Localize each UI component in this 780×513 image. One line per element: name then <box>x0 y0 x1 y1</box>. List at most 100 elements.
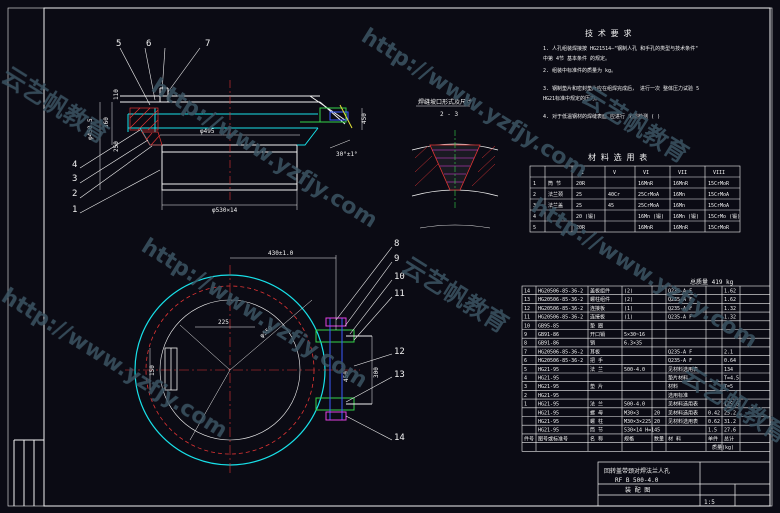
parts-cell: 1.32 <box>724 306 736 312</box>
parts-cell: 材料 <box>668 383 678 390</box>
parts-cell: 法 兰 <box>590 366 603 373</box>
materials-cell: 法兰颈 <box>548 191 563 198</box>
weld-detail: 焊缝坡口形式及尺寸 2 - 3 <box>411 98 499 229</box>
dim-lug-span: 300 <box>373 367 380 378</box>
parts-cell: 1 <box>524 402 527 408</box>
balloon-3: 3 <box>72 174 77 184</box>
title-line-2: RF B 500-4.0 <box>615 477 659 484</box>
parts-cell: (2) <box>624 297 633 303</box>
tech-requirements-title: 技 术 要 求 <box>585 28 631 38</box>
parts-cell: 500-4.0 <box>624 402 645 408</box>
parts-cell: HG21-95 <box>538 410 559 416</box>
watermark-brand-3: 云艺帆教育 <box>397 251 514 338</box>
materials-cell: 20R <box>576 225 586 231</box>
tech-requirements: 技 术 要 求 1. 人孔组装焊接按 HG21514—"钢制人孔 和手孔的类型与… <box>543 28 699 120</box>
parts-cell: 筒 节 <box>590 427 603 434</box>
parts-cell: Q235-A F <box>668 349 692 355</box>
parts-cell: M30×3 <box>624 410 639 416</box>
parts-cell: 把 手 <box>590 357 603 364</box>
parts-cell: HG20506-85-36-2 <box>538 358 583 364</box>
parts-cell: Q235-A F <box>668 306 692 312</box>
materials-cell: 15CrMoR <box>708 225 730 231</box>
parts-cell: 盖板组件 <box>590 288 610 295</box>
parts-cell: 20 <box>654 419 660 425</box>
materials-cell: 法兰盖 <box>548 202 563 209</box>
tech-line-6: HG21标准中规定的压力。 <box>543 95 600 102</box>
plan-view: 430±1.0 φ550 225 450 300 150 8 9 10 11 1… <box>125 239 405 475</box>
title-block: 回转盖带颈对焊法兰人孔 RF B 500-4.0 装 配 图 1:5 <box>597 461 771 507</box>
materials-header-cell: I <box>581 170 584 176</box>
plan-leaders <box>335 246 393 441</box>
parts-cell: 530×14 H=145 <box>624 428 660 434</box>
materials-cell: 15CrMoA <box>708 203 729 209</box>
parts-cell: 见材料选用表 <box>668 418 698 425</box>
dim-flange-inner: φ495 <box>200 128 215 135</box>
parts-header-cell: 件号 <box>524 435 534 442</box>
parts-cell: HG21-95 <box>538 402 559 408</box>
parts-cell: 20 <box>654 410 660 416</box>
parts-cell: 0.64 <box>724 358 736 364</box>
materials-header-cell: VIII <box>713 170 725 176</box>
parts-cell: 垫片材料 <box>668 375 688 382</box>
cylinder-body <box>161 144 298 191</box>
dim-body-height: 250 <box>113 141 120 152</box>
parts-cell: 开口销 <box>590 331 605 338</box>
materials-cell: 16Mn <box>673 192 685 198</box>
materials-cell: 5 <box>533 225 536 231</box>
parts-cell: GB95-85 <box>538 323 559 329</box>
parts-cell: 5 <box>524 367 527 373</box>
materials-cell: 16MnR <box>638 225 654 231</box>
dim-hinge-offset: 430±1.0 <box>268 250 294 257</box>
parts-cell: 11 <box>524 315 530 321</box>
parts-cell: 1.32 <box>724 315 736 321</box>
parts-cell: 螺 柱 <box>590 418 603 425</box>
weld-detail-label: 2 - 3 <box>440 111 458 118</box>
parts-header-cell: 名 称 <box>590 435 603 442</box>
dim-lug: 450 <box>361 113 368 124</box>
parts-unit-label: 质量(kg) <box>712 444 734 451</box>
materials-cell: 15CrMo (锻) <box>708 213 740 220</box>
parts-cell: 5×30~16 <box>624 332 645 338</box>
parts-cell: HG21-95 <box>538 393 559 399</box>
handle <box>164 347 178 391</box>
parts-cell: 见材料选用表 <box>668 401 698 408</box>
parts-cell: 法 兰 <box>590 401 603 408</box>
balloon-5: 5 <box>116 39 121 49</box>
materials-header-cell: VII <box>678 170 687 176</box>
parts-cell: 31.2 <box>724 419 736 425</box>
parts-cell: 125.6 <box>724 402 739 408</box>
section-dimension-lines <box>99 102 363 210</box>
parts-cell: 7 <box>524 349 527 355</box>
parts-cell: HG21-95 <box>538 428 559 434</box>
flange-hatch-left <box>129 107 159 131</box>
parts-cell: (2) <box>624 289 633 295</box>
tech-line-1: 1. 人孔组装焊接按 HG21514—"钢制人孔 和手孔的类型与技术条件" <box>543 45 698 52</box>
balloon-1: 1 <box>72 205 77 215</box>
balloon-9: 9 <box>394 254 399 264</box>
parts-cell: 14 <box>524 289 530 295</box>
balloon-8: 8 <box>394 239 399 249</box>
tech-line-8: 4. 对于低温钢材的焊缝表面 应进行 无损检测 ( ) <box>543 113 660 120</box>
parts-cell: HG20506-85-36-2 <box>538 297 583 303</box>
tech-line-5: 3. 钢制垫片和密封垫片应在组焊完成后， 进行一次 整体压力试验 5 <box>543 85 699 92</box>
materials-cell: 20R <box>576 181 586 187</box>
parts-cell: 1.62 <box>724 297 736 303</box>
materials-cell: 25CrMoA <box>638 192 659 198</box>
parts-cell: 10 <box>524 323 530 329</box>
dim-neck-height: 110 <box>113 89 120 100</box>
parts-cell: 1.5 <box>708 428 717 434</box>
materials-cell: 40Cr <box>608 192 620 198</box>
materials-cell: 筒 节 <box>548 180 561 187</box>
watermark-url-5: http://www.yzfjy.com <box>0 284 232 444</box>
parts-header-cell: 单件 <box>708 435 718 442</box>
balloon-6: 6 <box>146 39 151 49</box>
parts-cell: Q235-A F <box>668 289 692 295</box>
parts-cell: 螺柱组件 <box>590 296 610 303</box>
parts-cell: 连接板 <box>590 314 605 321</box>
parts-cell: (1) <box>624 306 633 312</box>
parts-cell: (1) <box>624 315 633 321</box>
balloon-10: 10 <box>394 272 405 282</box>
parts-cell: 耳板 <box>590 348 600 355</box>
dim-height-neck: 360 <box>103 117 110 128</box>
